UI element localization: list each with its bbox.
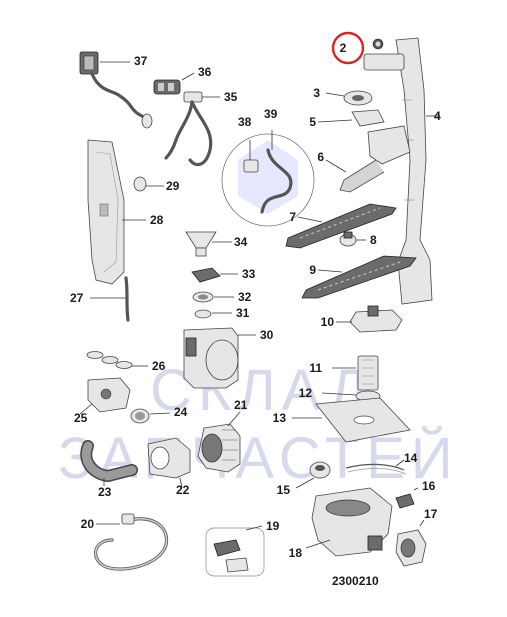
part-25-valve	[79, 377, 131, 415]
part-13-filter-plate	[292, 397, 411, 443]
label-12: 12	[299, 386, 313, 400]
part-33-gasket	[191, 267, 238, 283]
part-17-drain-pump	[395, 519, 427, 567]
part-36-clamp	[153, 72, 195, 95]
part-22-housing	[147, 437, 191, 489]
watermark-line-2: ЗАПЧАСТЕЙ	[58, 426, 459, 491]
label-4: 4	[434, 109, 441, 123]
part-18-sump	[305, 487, 393, 557]
part-7-upper-spray-arm	[285, 203, 397, 249]
label-30: 30	[260, 328, 274, 342]
label-8: 8	[370, 233, 377, 247]
part-15-cap	[295, 461, 331, 489]
label-18: 18	[289, 546, 303, 560]
label-35: 35	[224, 90, 238, 104]
label-5: 5	[309, 115, 316, 129]
part-24-coupling	[130, 408, 171, 424]
label-13: 13	[273, 411, 287, 425]
label-36: 36	[198, 65, 212, 79]
part-14-seal	[345, 459, 407, 475]
part-10-hub	[336, 305, 403, 333]
part-28-panel	[87, 139, 146, 322]
label-11: 11	[309, 361, 322, 375]
label-34: 34	[234, 235, 248, 249]
label-6: 6	[317, 150, 324, 164]
highlight-ring	[331, 31, 365, 65]
label-38: 38	[238, 115, 252, 129]
part-23-elbow	[80, 440, 138, 486]
label-39: 39	[264, 107, 278, 121]
label-16: 16	[422, 479, 436, 493]
label-9: 9	[309, 263, 316, 277]
label-26: 26	[152, 359, 166, 373]
part-29-knob	[133, 176, 164, 192]
label-28: 28	[150, 213, 164, 227]
label-10: 10	[321, 315, 335, 329]
part-31-ring	[194, 309, 232, 319]
drawing-code: 2300210	[332, 574, 379, 588]
part-5-holder	[317, 109, 385, 127]
part-labels: 2 3 4 5 6 7 8 9 10 11 12 13 14 15 16 17 …	[70, 41, 441, 588]
part-19-bracket	[205, 525, 265, 577]
label-2: 2	[340, 41, 347, 55]
part-9-lower-spray-arm	[301, 255, 417, 299]
inset-38-39	[221, 130, 315, 227]
part-4-main-arm	[395, 37, 440, 305]
part-34-funnel	[185, 231, 232, 257]
part-6-spray-tube	[325, 125, 411, 193]
part-32-ring	[192, 291, 234, 303]
label-25: 25	[74, 411, 88, 425]
part-16-sensor	[395, 487, 419, 509]
label-14: 14	[404, 451, 418, 465]
label-17: 17	[424, 507, 438, 521]
label-15: 15	[277, 483, 291, 497]
label-19: 19	[266, 519, 280, 533]
label-37: 37	[134, 54, 148, 68]
label-21: 21	[234, 398, 248, 412]
part-30-container	[183, 327, 256, 389]
part-20-drain-hose	[94, 513, 169, 571]
part-35-hose	[164, 91, 220, 167]
label-31: 31	[236, 306, 250, 320]
label-20: 20	[81, 517, 95, 531]
label-24: 24	[174, 405, 188, 419]
part-21-motor	[197, 411, 241, 473]
watermark: СКЛАД ЗАПЧАСТЕЙ	[58, 358, 459, 491]
part-26-seals	[86, 351, 148, 369]
label-3: 3	[313, 86, 320, 100]
label-27: 27	[70, 291, 84, 305]
part-8-nut	[339, 231, 366, 247]
part-3-cap	[325, 90, 373, 106]
label-33: 33	[242, 267, 256, 281]
part-37-connector	[79, 51, 153, 129]
label-32: 32	[238, 290, 252, 304]
label-23: 23	[98, 485, 112, 499]
label-22: 22	[176, 483, 190, 497]
part-2-top-fitting	[331, 31, 405, 71]
part-11-filter	[332, 355, 379, 391]
label-29: 29	[166, 179, 180, 193]
label-7: 7	[289, 210, 296, 224]
